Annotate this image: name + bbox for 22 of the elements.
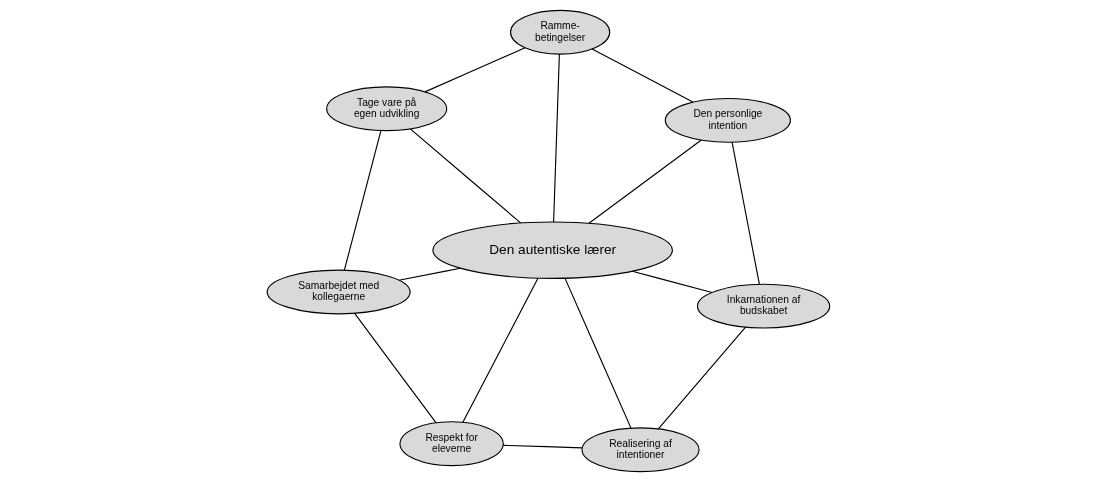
connector <box>462 277 539 423</box>
node-ellipse: Samarbejdet med kollegaerne <box>266 269 411 315</box>
connector <box>409 128 522 224</box>
node-ellipse: Ramme- betingelser <box>509 9 611 55</box>
node-ellipse: Realisering af intentioner <box>581 427 700 473</box>
connector <box>553 53 560 223</box>
connector <box>588 139 702 224</box>
node-ellipse: Inkarnationen af budskabet <box>696 283 831 329</box>
node-ellipse: Den autentiske lærer <box>432 221 673 279</box>
connector <box>591 48 694 103</box>
connector <box>398 267 461 281</box>
connector <box>343 129 382 271</box>
node-ellipse: Den personlige intention <box>664 97 791 143</box>
connector <box>424 47 526 93</box>
connector <box>731 141 760 285</box>
connector <box>631 270 713 294</box>
connector <box>353 312 437 424</box>
node-ellipse: Respekt for eleverne <box>399 421 504 467</box>
connector <box>657 326 747 430</box>
connector <box>564 277 632 429</box>
node-ellipse: Tage vare på egen udvikling <box>326 86 448 132</box>
connector <box>502 444 583 449</box>
